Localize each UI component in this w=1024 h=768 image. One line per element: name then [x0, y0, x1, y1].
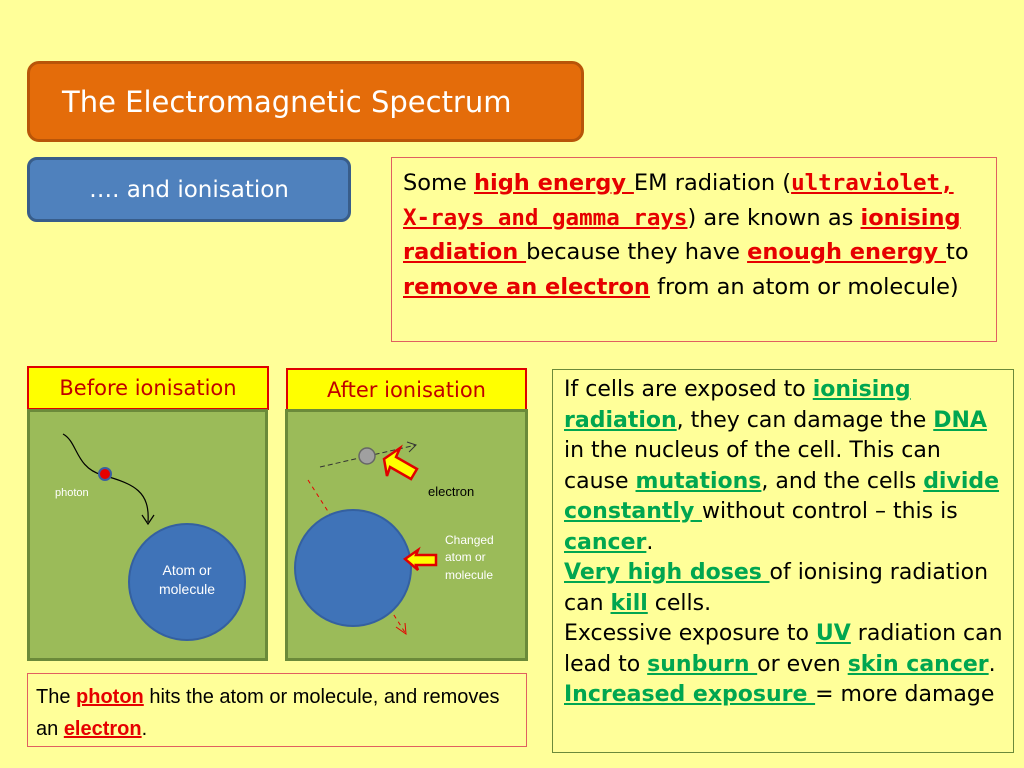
changed-atom-label-line3: molecule — [445, 568, 493, 582]
title-box: The Electromagnetic Spectrum — [27, 61, 584, 142]
effects-text: in the nucleus of the cell. This can cau… — [564, 438, 941, 494]
effects-text: = more damage — [815, 682, 995, 707]
effects-text: If cells are exposed to — [564, 377, 813, 402]
intro-text: ) are known as — [687, 204, 861, 231]
before-ionisation-label: Before ionisation — [27, 366, 269, 410]
atom-label-line1: Atom or — [162, 562, 211, 578]
intro-text: Some — [403, 170, 474, 196]
effects-text: radiation can lead to — [564, 621, 1003, 677]
atom-pointer-arrow — [402, 546, 438, 571]
electron-path-arrowhead — [406, 441, 417, 453]
after-ionisation-panel: electron Changed atom or molecule — [285, 409, 528, 661]
keyword-very-high-doses: Very high doses — [564, 560, 770, 585]
effects-text: , they can damage the — [676, 407, 934, 433]
keyword-photon: photon — [76, 686, 144, 708]
keyword-cancer: cancer — [564, 529, 647, 555]
electron-dot — [98, 467, 112, 481]
photon-arrowhead — [395, 622, 407, 636]
intro-text: to — [946, 239, 969, 265]
atom-circle — [128, 523, 246, 641]
keyword-uv: UV — [815, 621, 851, 646]
changed-atom-circle — [294, 509, 412, 627]
before-diagram: photon Atom or molecule — [55, 433, 246, 641]
changed-atom-label-line1: Changed — [445, 533, 494, 547]
keyword-sunburn: sunburn — [647, 651, 758, 677]
caption-box: The photon hits the atom or molecule, an… — [27, 673, 527, 747]
effects-text: or even — [757, 651, 848, 677]
keyword-divide-constantly: divide constantly — [564, 468, 1000, 525]
after-ionisation-label: After ionisation — [286, 368, 527, 411]
electron-label: electron — [428, 484, 474, 499]
electron-pointer-arrow — [382, 444, 419, 481]
subtitle-box: …. and ionisation — [27, 157, 351, 222]
photon-arrowhead — [141, 514, 155, 526]
keyword-high-energy: high energy — [473, 170, 634, 196]
keyword-kill: kill — [610, 590, 648, 616]
before-ionisation-panel: photon Atom or molecule — [27, 409, 268, 661]
keyword-remove-electron: remove an electron — [403, 273, 650, 300]
changed-atom-label-line2: atom or — [445, 550, 486, 564]
subtitle: …. and ionisation — [89, 176, 289, 203]
intro-text: because they have — [526, 239, 748, 265]
page-title: The Electromagnetic Spectrum — [62, 84, 512, 119]
effects-text: Excessive exposure to — [564, 621, 816, 646]
intro-text-box: Some high energy EM radiation (ultraviol… — [391, 157, 997, 342]
intro-text: EM radiation ( — [633, 170, 792, 196]
effects-text: . — [988, 651, 996, 677]
after-diagram: electron Changed atom or molecule — [294, 441, 494, 636]
atom-label-line2: molecule — [159, 581, 215, 597]
caption-text: The — [36, 686, 77, 708]
intro-text: from an atom or molecule) — [649, 273, 959, 300]
keyword-ionising-radiation: ionising radiation — [564, 377, 911, 433]
effects-text-box: If cells are exposed to ionising radiati… — [552, 369, 1014, 753]
keyword-skin-cancer: skin cancer — [847, 651, 989, 677]
keyword-enough-energy: enough energy — [747, 239, 947, 265]
effects-text: without control – this is — [702, 499, 958, 524]
before-label-text: Before ionisation — [59, 376, 237, 400]
keyword-ionising-radiation: ionising radiation — [403, 204, 961, 266]
effects-text: of ionising radiation can — [564, 560, 989, 616]
keyword-uv-xray-gamma: ultraviolet, X-rays and gamma rays — [403, 170, 954, 231]
after-label-text: After ionisation — [327, 377, 486, 402]
keyword-increased-exposure: Increased exposure — [564, 682, 816, 707]
keyword-electron: electron — [63, 718, 142, 740]
keyword-mutations: mutations — [635, 468, 762, 494]
photon-label: photon — [55, 487, 89, 499]
caption-text: hits the atom or molecule, and removes a… — [36, 686, 500, 740]
caption-text: . — [141, 718, 148, 740]
keyword-dna: DNA — [933, 407, 987, 433]
ejected-electron — [358, 447, 376, 465]
effects-text: cells. — [647, 590, 712, 616]
effects-text: , and the cells — [761, 468, 924, 494]
effects-text: . — [646, 529, 654, 555]
